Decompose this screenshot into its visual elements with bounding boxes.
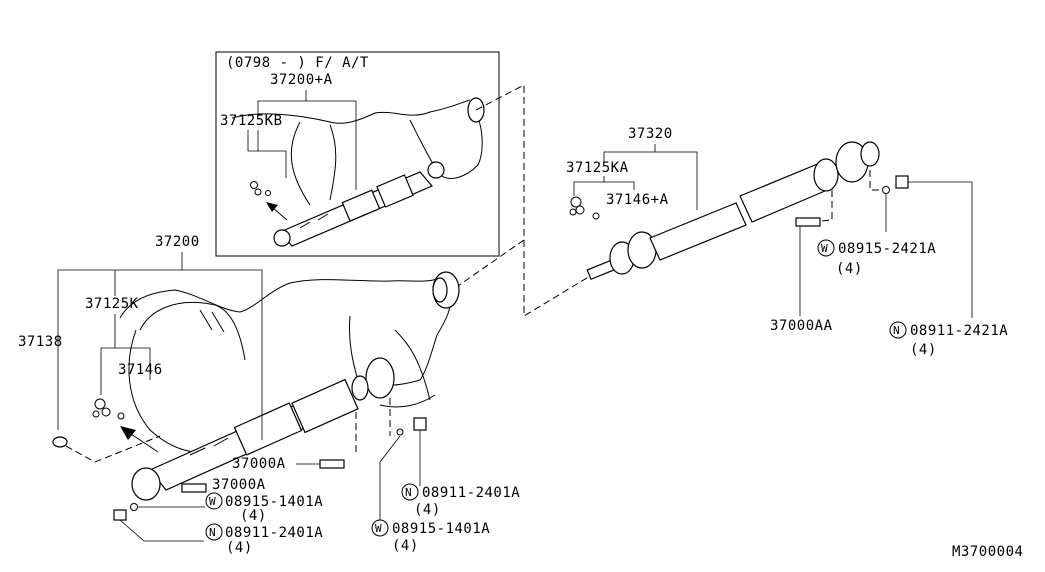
bolt-37000a-upper xyxy=(319,459,345,469)
nut-symbol-rear: N xyxy=(893,324,900,337)
front-arrow xyxy=(120,426,159,453)
inset-label-37200a: 37200+A xyxy=(270,72,333,88)
label-37000a-2: 37000A xyxy=(212,477,266,493)
leader-37320 xyxy=(654,144,698,210)
nut-right xyxy=(413,417,427,431)
rear-washer xyxy=(882,186,890,194)
nut-left xyxy=(113,509,127,521)
label-08915-1401a-left: 08915-1401A xyxy=(225,494,323,510)
bolt-37000aa xyxy=(795,217,821,227)
front-shaft-front-flange xyxy=(131,467,161,501)
label-37146: 37146 xyxy=(118,362,163,378)
inset-leader xyxy=(257,90,307,117)
label-08911-2401a-right: 08911-2401A xyxy=(422,485,520,501)
label-08911-2401a-left: 08911-2401A xyxy=(225,525,323,541)
rear-nut xyxy=(895,175,909,189)
rear-joint-parts xyxy=(569,196,600,220)
plug-part xyxy=(52,436,68,448)
inset-frame xyxy=(215,51,500,257)
label-37125ka: 37125KA xyxy=(566,160,629,176)
rear-propeller-shaft xyxy=(586,141,880,281)
inset-panel: (0798 - ) F/ A/T 37200+A 37125KB xyxy=(215,51,500,257)
figure-code: M3700004 xyxy=(952,544,1023,560)
label-37000a-1: 37000A xyxy=(232,456,286,472)
washer-symbol-right: W xyxy=(375,522,382,535)
washer-symbol-left: W xyxy=(209,495,216,508)
label-08915-2421a: 08915-2421A xyxy=(838,241,936,257)
inset-joint-parts xyxy=(250,181,271,196)
qty-08911-2421a: (4) xyxy=(910,342,937,358)
rear-connector xyxy=(523,240,601,317)
label-37138: 37138 xyxy=(18,334,63,350)
qty-08915-2421a: (4) xyxy=(836,261,863,277)
label-37320: 37320 xyxy=(628,126,673,142)
leader-37125k xyxy=(100,314,116,395)
inset-connector xyxy=(454,84,525,289)
front-joint-parts xyxy=(52,398,125,448)
leader-37200 xyxy=(57,252,183,430)
inset-transmission-outline xyxy=(231,99,471,124)
label-37200: 37200 xyxy=(155,234,200,250)
bolt-37000a-lower xyxy=(181,483,207,493)
front-shaft-rear-flange xyxy=(365,357,395,399)
qty-08911-2401a-left: (4) xyxy=(226,540,253,556)
label-08915-1401a-right: 08915-1401A xyxy=(392,521,490,537)
inset-arrow xyxy=(266,202,288,221)
washer-symbol-rear: W xyxy=(821,242,828,255)
transmission-housing xyxy=(119,271,460,454)
label-37125k: 37125K xyxy=(85,296,139,312)
inset-header: (0798 - ) F/ A/T xyxy=(226,55,369,71)
washer-left xyxy=(130,503,138,511)
washer-right xyxy=(396,428,404,436)
qty-08915-1401a-left: (4) xyxy=(240,508,267,524)
qty-08915-1401a-right: (4) xyxy=(392,538,419,554)
front-propeller-shaft xyxy=(131,357,395,501)
nut-symbol-left: N xyxy=(209,526,216,539)
inset-shaft xyxy=(273,161,445,247)
qty-08911-2401a-right: (4) xyxy=(414,502,441,518)
inset-label-37125kb: 37125KB xyxy=(220,113,283,129)
label-08911-2421a: 08911-2421A xyxy=(910,323,1008,339)
nut-symbol-right: N xyxy=(405,486,412,499)
label-37000aa: 37000AA xyxy=(770,318,833,334)
label-37146a: 37146+A xyxy=(606,192,669,208)
